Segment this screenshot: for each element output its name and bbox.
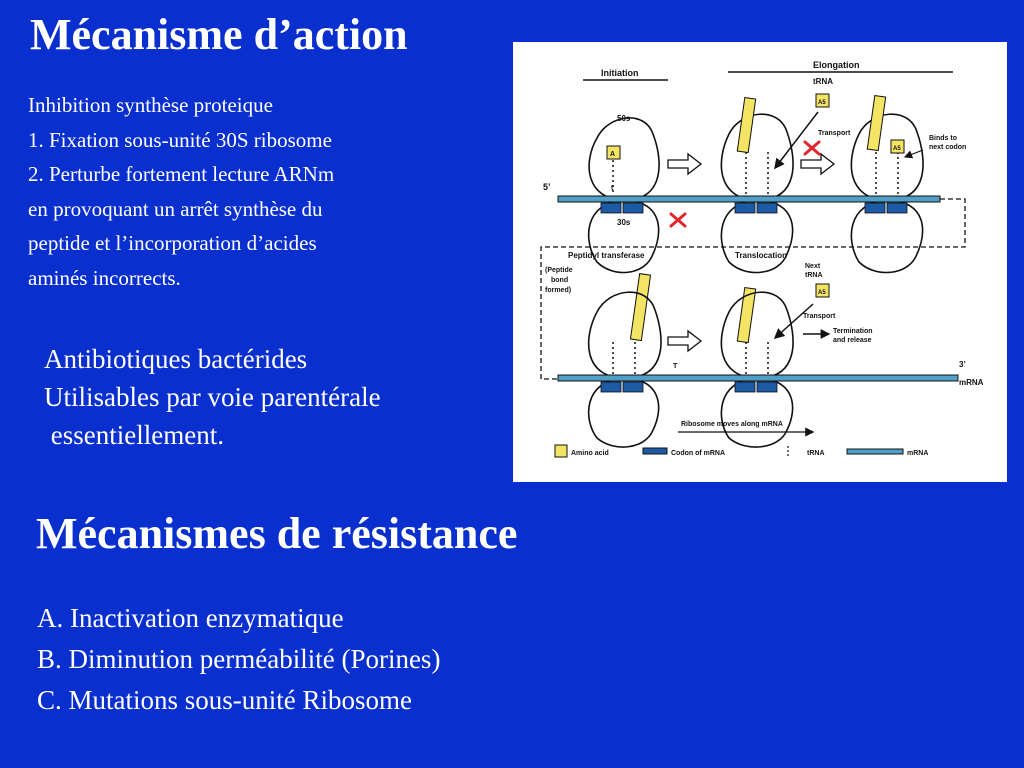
next-trna-label: tRNA — [805, 272, 823, 279]
antibiotic-line: essentiellement. — [44, 420, 224, 450]
peptide-note: (Peptide — [545, 267, 573, 274]
antibiotic-line: Utilisables par voie parentérale — [44, 382, 381, 412]
legend-trna-label: tRNA — [807, 450, 825, 457]
legend-codon-label: Codon of mRNA — [671, 450, 725, 457]
mechanism-line: aminés incorrects. — [28, 265, 181, 290]
thirty-s-label: 30s — [617, 218, 631, 227]
mechanism-line: en provoquant un arrêt synthèse du — [28, 196, 323, 221]
mechanism-line: peptide et l’incorporation d’acides — [28, 231, 317, 256]
ribosome-4 — [587, 291, 662, 448]
amino-acid-boxes — [606, 93, 905, 344]
peptide-note: bond — [551, 277, 568, 284]
transport-label: Transport — [818, 130, 851, 137]
resistance-list: A. Inactivation enzymatique B. Diminutio… — [37, 598, 440, 721]
mechanism-line: 2. Perturbe fortement lecture ARNm — [28, 162, 335, 187]
transport-label-bottom: Transport — [803, 313, 836, 320]
mechanism-text: Inhibition synthèse proteique 1. Fixatio… — [28, 88, 488, 296]
elongation-label: Elongation — [813, 60, 860, 70]
amino-label: A5 — [818, 290, 826, 296]
fifty-s-label: 50s — [617, 114, 631, 123]
mrna-end-label: mRNA — [959, 378, 984, 387]
initiation-label: Initiation — [601, 68, 639, 78]
legend-mrna-label: mRNA — [907, 450, 928, 457]
antibiotic-text: Antibiotiques bactérides Utilisables par… — [44, 340, 381, 454]
legend-amino-label: Amino acid — [571, 450, 609, 457]
legend: Amino acid Codon of mRNA tRNA mRNA — [554, 444, 928, 458]
peptidyl-label: Peptidyl transferase — [568, 251, 645, 260]
next-trna-label: Next — [805, 263, 821, 270]
antibiotic-line: Antibiotiques bactérides — [44, 344, 308, 374]
amino-label: A5 — [818, 100, 826, 106]
amino-label: A — [610, 151, 615, 158]
mrna-strand — [557, 195, 941, 203]
resistance-item: C. Mutations sous-unité Ribosome — [37, 685, 413, 715]
trna-label: tRNA — [813, 77, 833, 86]
ribosome-3 — [850, 113, 924, 274]
termination-label: Termination — [833, 328, 873, 335]
block-marks — [669, 140, 821, 228]
resistance-title: Mécanismes de résistance — [36, 509, 518, 558]
binds-label: Binds to — [929, 135, 957, 142]
page-title: Mécanisme d’action — [30, 10, 408, 59]
amino-label: A5 — [893, 146, 901, 152]
ribosome-diagram: Initiation Elongation tRNA 50s 30s 5’ t — [513, 42, 1007, 482]
translocation-label: Translocation — [735, 251, 787, 260]
ribosome-5 — [720, 291, 794, 448]
mechanism-line: 1. Fixation sous-unité 30S ribosome — [28, 127, 332, 152]
t-label: T — [673, 363, 678, 370]
ribosome-1 — [587, 117, 660, 274]
ribosome-2 — [720, 113, 794, 274]
resistance-item: A. Inactivation enzymatique — [37, 603, 344, 633]
three-prime-label: 3’ — [959, 360, 966, 369]
five-prime-label: 5’ — [543, 182, 551, 192]
resistance-item: B. Diminution perméabilité (Porines) — [37, 644, 441, 674]
trna-mark: t — [611, 185, 614, 192]
binds-label: next codon — [929, 144, 966, 151]
peptide-note: formed) — [545, 287, 571, 294]
moves-label: Ribosome moves along mRNA — [681, 421, 783, 428]
termination-label: and release — [833, 337, 872, 344]
mechanism-line: Inhibition synthèse proteique — [28, 93, 273, 117]
